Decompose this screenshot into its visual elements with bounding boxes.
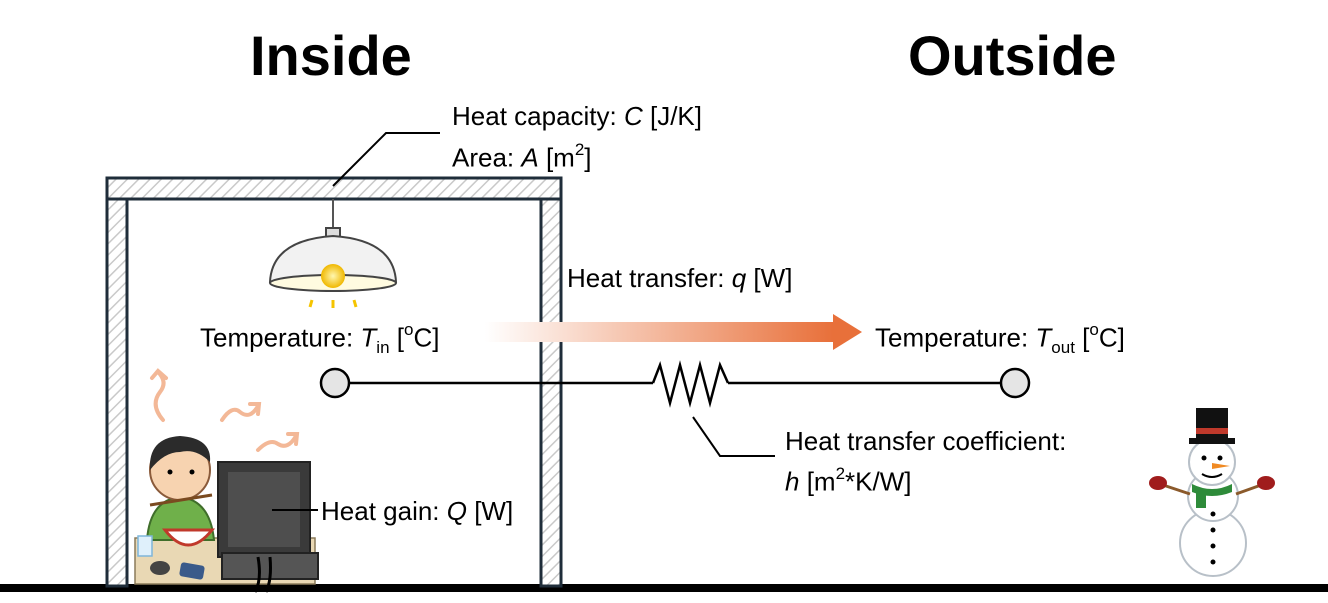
left-wall — [105, 176, 129, 588]
computer-icon — [217, 461, 319, 593]
inside-node — [319, 367, 351, 399]
resistor-icon — [651, 360, 730, 408]
heat-gain-label: Heat gain: Q [W] — [321, 496, 514, 526]
coefficient-label-line1: Heat transfer coefficient: — [785, 426, 1067, 456]
coefficient-label-line2: h [m2*K/W] — [785, 464, 912, 497]
heat-flow-arrow — [485, 314, 862, 350]
heat-transfer-label: Heat transfer: q [W] — [567, 263, 793, 293]
area-label: Area: A [m2] — [452, 140, 592, 173]
roof — [105, 176, 563, 201]
coefficient-leader-line — [692, 416, 775, 457]
lamp-icon — [268, 199, 398, 308]
thermal-circuit — [319, 360, 1031, 408]
outside-node — [999, 367, 1031, 399]
snowman-icon — [1149, 408, 1275, 577]
steam-icon — [150, 368, 300, 452]
outside-temperature-label: Temperature: Tout [oC] — [875, 320, 1125, 357]
ground-line — [0, 584, 1328, 592]
heat-capacity-label: Heat capacity: C [J/K] — [452, 101, 703, 131]
outside-heading: Outside — [908, 24, 1117, 87]
inside-temperature-label: Temperature: Tin [oC] — [200, 320, 440, 357]
roof-leader-line — [332, 132, 440, 187]
inside-heading: Inside — [250, 24, 412, 87]
